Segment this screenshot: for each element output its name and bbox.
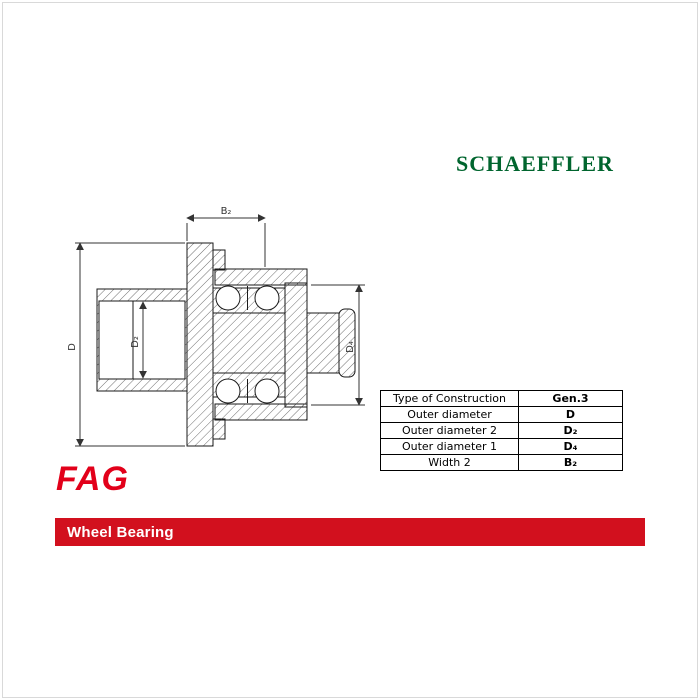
wheel-stud-bottom: [212, 418, 226, 440]
table-row: Outer diameter 1 D₄: [380, 438, 623, 455]
bearing-ball: [215, 378, 241, 404]
outer-ring-snout: [306, 312, 340, 374]
spec-value: D₂: [518, 422, 623, 439]
dimension-labels: B₂ D D₂ D₄: [67, 206, 356, 353]
bearing-ball: [254, 285, 280, 311]
dimension-lines: [75, 214, 365, 447]
table-row: Type of Construction Gen.3: [380, 390, 623, 407]
fag-logo: FAG: [56, 460, 129, 498]
dim-ext-d: [75, 242, 185, 447]
dim-label-d4: D₄: [345, 341, 356, 353]
spec-label: Outer diameter: [380, 406, 519, 423]
dim-label-d: D: [67, 343, 78, 351]
table-row: Width 2 B₂: [380, 454, 623, 471]
schaeffler-logo: SCHAEFFLER: [456, 151, 614, 176]
bearing-ball: [254, 378, 280, 404]
spec-value: Gen.3: [518, 390, 623, 407]
hub-bore: [98, 300, 186, 380]
hub-flange: [186, 242, 214, 447]
spec-label: Width 2: [380, 454, 519, 471]
table-row: Outer diameter 2 D₂: [380, 422, 623, 439]
bearing-ball: [215, 285, 241, 311]
spec-label: Type of Construction: [380, 390, 519, 407]
wheel-stud-top: [212, 249, 226, 271]
spec-label: Outer diameter 2: [380, 422, 519, 439]
spec-value: D₄: [518, 438, 623, 455]
ball-rows: [215, 285, 280, 404]
outer-ring-bottom: [214, 403, 308, 421]
dim-ext-b2: [186, 223, 266, 267]
dim-label-d2: D₂: [130, 336, 141, 348]
spec-value: B₂: [518, 454, 623, 471]
dim-label-b2: B₂: [221, 206, 232, 217]
bearing-technical-drawing: B₂ D D₂ D₄: [67, 206, 365, 447]
outer-ring-top: [214, 268, 308, 286]
product-title-banner: Wheel Bearing: [55, 518, 645, 546]
outer-ring-right: [284, 282, 308, 408]
spec-table: Type of Construction Gen.3 Outer diamete…: [380, 390, 623, 471]
table-row: Outer diameter D: [380, 406, 623, 423]
spec-value: D: [518, 406, 623, 423]
spec-label: Outer diameter 1: [380, 438, 519, 455]
product-title: Wheel Bearing: [67, 523, 174, 541]
